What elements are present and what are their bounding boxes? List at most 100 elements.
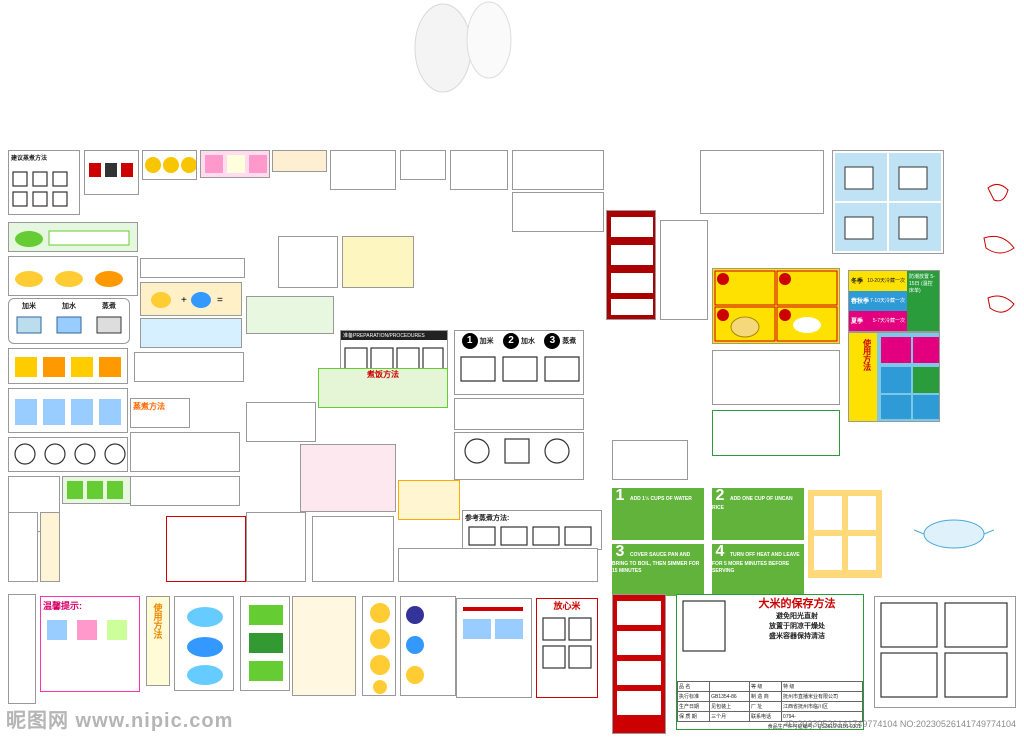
panel-mid-2	[342, 236, 414, 288]
warm-tips-title: 温馨提示:	[43, 601, 82, 611]
step-badge-3: 3	[544, 333, 561, 349]
storage-line-3: 盛米容器保持清洁	[769, 633, 825, 640]
period-summer: 5-7天冷藏一次	[872, 318, 905, 325]
en-step-1-text: ADD 1½ CUPS OF WATER	[629, 496, 692, 502]
panel-en-step-1: 1 ADD 1½ CUPS OF WATER	[612, 488, 704, 540]
season-spring-autumn: 春秋季	[851, 299, 870, 306]
en-badge-4: 4	[715, 544, 725, 560]
panel-mid-3	[246, 296, 334, 334]
panel-mid-5	[300, 444, 396, 512]
panel-green-row	[62, 476, 142, 504]
panel-yellow-frame	[808, 490, 882, 578]
panel-mid-1	[278, 236, 338, 288]
panel-bowl-sequence	[140, 258, 245, 278]
panel-bowls-row	[398, 548, 598, 582]
step-label-2: 加水	[520, 338, 535, 345]
season-winter: 冬季	[851, 279, 864, 286]
panel-assured-rice: 放心米	[536, 598, 598, 698]
panel-colorful	[40, 512, 60, 582]
panel-three-step-cook: 1 加米 2 加水 3 蒸煮	[454, 330, 584, 395]
panel-mid-19	[330, 150, 396, 190]
panel-blue-steps	[8, 388, 128, 433]
panel-yellow-step	[398, 480, 460, 520]
panel-orange-pots	[8, 348, 128, 384]
hand-drawing	[983, 184, 1015, 313]
panel-blue-circles	[400, 596, 456, 696]
panel-three-steps: 加米 加水 蒸煮	[8, 298, 130, 344]
panel-mid-6	[246, 512, 306, 582]
nipic-watermark: 昵图网 www.nipic.com	[6, 710, 234, 732]
panel-numbered-yellow	[712, 268, 840, 344]
nipic-id-watermark: ID:20230526141749774104 NO:2023052614174…	[785, 719, 1016, 729]
panel-green-pots	[240, 596, 290, 691]
panel-bottom-left	[8, 594, 36, 704]
step-add-rice: 加米	[22, 303, 36, 310]
panel-cook-blue	[140, 318, 242, 348]
panel-mid-10	[512, 150, 604, 190]
panel-green-cook	[130, 476, 240, 506]
panel-warm-tips: 温馨提示:	[40, 596, 140, 692]
panel-en-step-3: 3 COVER SAUCE PAN AND BRING TO BOIL, THE…	[612, 544, 704, 596]
en-badge-1: 1	[615, 488, 625, 504]
cooking-method-title: 蒸煮方法	[133, 402, 165, 411]
panel-en-step-4: 4 TURN OFF HEAT AND LEAVE FOR 5 MORE MIN…	[712, 544, 804, 596]
panel-rice-steps-yellow	[8, 256, 138, 296]
panel-rice-storage: 大米的保存方法 避免阳光直射 放置于阴凉干燥处 盛米容器保持清洁 品 名等 级特…	[676, 594, 864, 730]
panel-mid-13	[660, 220, 708, 320]
panel-cook-instructions	[454, 432, 584, 480]
panel-mid-7	[166, 516, 246, 582]
step-label-1: 加米	[479, 338, 494, 345]
panel-orange-steps	[272, 150, 327, 172]
panel-cooking-green: 煮饭方法	[318, 368, 448, 408]
panel-cooking-method: 蒸煮方法	[130, 398, 190, 428]
storage-title: 大米的保存方法	[758, 598, 836, 610]
storage-footer: 食品生产许可证编号：QS3610 0101 0301	[767, 724, 861, 730]
season-note: 防潮放置 5-15日 (温控床单)	[907, 271, 939, 331]
pot-icon	[89, 163, 133, 177]
panel-mid-18	[450, 150, 508, 190]
en-step-4-text: TURN OFF HEAT AND LEAVE FOR 5 MORE MINUT…	[712, 552, 800, 574]
step-add-water: 加水	[62, 303, 76, 310]
panel-pot-icons	[84, 150, 139, 195]
vertical-label: 使用方法	[152, 603, 163, 639]
step-badge-2: 2	[503, 333, 520, 349]
storage-line-2: 放置于阴凉干燥处	[769, 623, 825, 630]
assured-rice-title: 放心米	[553, 601, 581, 611]
panel-yellow-circles	[362, 596, 396, 696]
storage-illustration	[682, 600, 726, 652]
ref-cooking-title: 参考蒸煮方法:	[465, 515, 510, 522]
egg-decoration	[414, 1, 512, 93]
panel-cooking-bw	[874, 596, 1016, 708]
en-step-2-text: ADD ONE CUP OF UNCAN RICE	[712, 496, 793, 511]
svg-text:=: =	[217, 295, 223, 306]
rice-bowl-icon	[12, 171, 68, 207]
panel-blue-stove	[832, 150, 944, 254]
panel-mid-17	[400, 150, 446, 180]
panel-yellow-plate: +=	[140, 282, 242, 316]
en-step-3-text: COVER SAUCE PAN AND BRING TO BOIL, THEN …	[612, 552, 700, 574]
panel-blue-cans	[174, 596, 234, 691]
step-label-3: 蒸煮	[562, 338, 577, 345]
step-cook: 蒸煮	[102, 303, 116, 310]
en-badge-3: 3	[615, 544, 625, 560]
panel-green-bowl	[8, 222, 138, 252]
panel-left-bottom	[8, 512, 38, 582]
panel-mid-9	[292, 596, 356, 696]
panel-mid-14	[712, 350, 840, 405]
panel-usage-grid: 使用方法	[848, 332, 940, 422]
panel-pink-steps	[200, 150, 270, 178]
panel-red-steps	[606, 210, 656, 320]
en-badge-2: 2	[715, 488, 725, 504]
panel-steps-row	[134, 352, 244, 382]
panel-cook-icons	[454, 398, 584, 430]
prep-bar: 准备PREPARATION/PROCEDURES	[341, 331, 447, 340]
panel-rice-icons	[142, 150, 197, 180]
panel-title: 建议蒸煮方法	[11, 156, 48, 162]
panel-mid-16	[612, 440, 688, 480]
usage-vertical-label: 使用方法	[849, 333, 877, 421]
svg-text:+: +	[181, 295, 187, 306]
panel-black-steps	[8, 437, 128, 472]
panel-mid-12	[700, 150, 824, 214]
panel-vertical-yellow: 使用方法	[146, 596, 170, 686]
